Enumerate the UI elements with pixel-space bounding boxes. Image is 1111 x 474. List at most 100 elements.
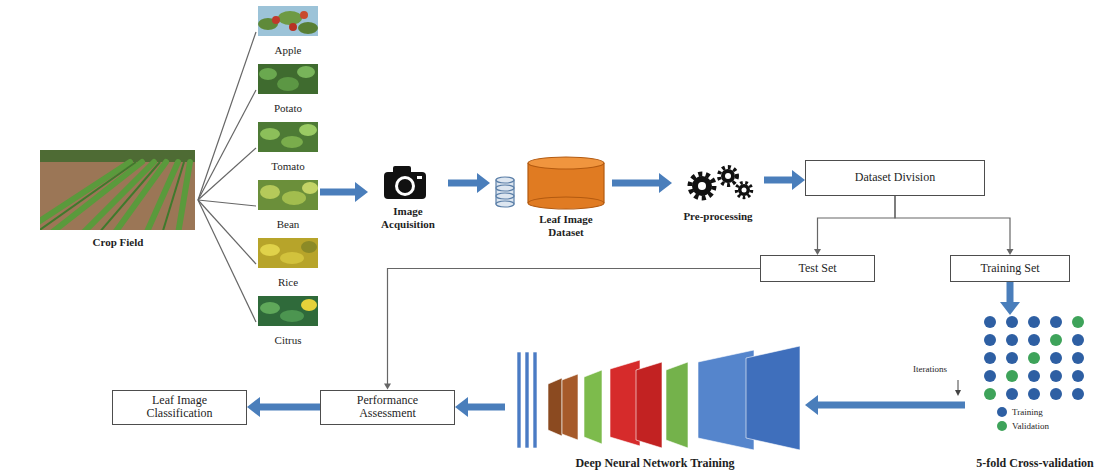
connector-line <box>198 32 256 200</box>
cross-validation-grid <box>1006 352 1018 364</box>
citrus-photo <box>258 296 318 326</box>
flow-arrow <box>764 170 805 190</box>
cross-validation-grid <box>1072 316 1084 328</box>
dataset-cylinder <box>528 157 604 209</box>
gears-icon <box>742 188 747 193</box>
camera-icon <box>417 176 422 179</box>
citrus-photo <box>301 299 317 311</box>
cross-validation-grid <box>1072 352 1084 364</box>
database-icon <box>496 177 514 183</box>
flow-arrow <box>455 397 505 417</box>
cross-validation-grid <box>984 334 996 346</box>
preprocess-step: Pre-processing <box>672 162 764 224</box>
box-label: Dataset Division <box>855 171 935 184</box>
cross-validation-grid <box>1050 388 1062 400</box>
crop-field-photo <box>40 162 136 230</box>
citrus-photo <box>260 302 280 314</box>
rice-photo <box>258 238 318 268</box>
connector-path <box>198 200 256 264</box>
cross-validation-grid <box>984 316 1084 400</box>
connector-line <box>198 148 256 200</box>
network-layers <box>562 374 578 440</box>
flow-arrow <box>247 397 320 417</box>
bean-photo <box>258 180 318 210</box>
citrus-photo <box>280 310 304 322</box>
cross-validation-grid <box>1050 316 1062 328</box>
connector-line <box>198 200 256 264</box>
tomato-photo <box>281 136 303 148</box>
connector-path <box>198 90 256 200</box>
box-label: Performance Assessment <box>340 394 435 421</box>
cross-validation-grid <box>984 370 996 382</box>
camera-icon <box>384 172 426 199</box>
axis-note: Iterations <box>913 363 947 375</box>
citrus-photo <box>258 296 318 326</box>
caption: Crop Field <box>93 236 144 248</box>
box-label: Leaf Image Classification <box>132 394 227 421</box>
connector-path <box>1007 282 1014 303</box>
caption: Tomato <box>271 160 304 172</box>
connector-path <box>198 148 256 200</box>
crop-tile: Tomato <box>256 122 320 174</box>
process-box: Performance Assessment <box>320 390 455 425</box>
arrow-head <box>477 173 490 193</box>
crop-field-photo <box>40 150 195 162</box>
arrow-head <box>355 182 368 202</box>
caption: Citrus <box>275 334 302 346</box>
connector-line <box>814 196 895 255</box>
cross-validation-grid <box>1028 388 1040 400</box>
cross-validation-grid <box>984 316 996 328</box>
connector-path <box>895 196 1010 250</box>
network-layers <box>517 352 521 448</box>
apple-photo <box>258 6 318 36</box>
crop-field-photo <box>178 162 190 230</box>
connector-line <box>198 200 256 206</box>
arrow-head <box>792 170 805 190</box>
apple-photo <box>298 22 318 34</box>
arrow-head <box>1000 302 1020 315</box>
cross-validation-grid <box>1006 370 1018 382</box>
connector-line <box>384 269 760 390</box>
caption: Bean <box>277 218 300 230</box>
cross-validation-grid <box>1028 370 1040 382</box>
gears-icon <box>721 169 735 183</box>
process-box: Test Set <box>760 255 875 282</box>
crop-field-photo <box>162 162 184 230</box>
camera-icon <box>398 179 412 193</box>
cross-validation-grid <box>1072 388 1084 400</box>
gears-icon <box>690 174 714 198</box>
process-box: Dataset Division <box>805 160 985 196</box>
tomato-photo <box>260 128 280 140</box>
network-layers <box>636 362 662 448</box>
apple-photo <box>300 11 308 19</box>
rice-photo <box>260 244 280 256</box>
arrow-head <box>659 173 672 193</box>
connector-path <box>818 196 896 250</box>
flow-arrow <box>1000 282 1020 315</box>
legend-swatch <box>997 407 1007 417</box>
flow-arrow <box>612 173 672 193</box>
caption: Image Acquisition <box>373 205 443 230</box>
potato-photo <box>258 64 318 94</box>
connector-path <box>388 269 761 385</box>
caption: Potato <box>274 102 302 114</box>
bean-photo <box>302 182 318 194</box>
cross-validation-grid <box>1050 370 1062 382</box>
database-icon <box>496 177 514 207</box>
crop-tile: Potato <box>256 64 320 116</box>
network-layers <box>517 346 800 450</box>
crop-field: Crop Field <box>38 150 198 250</box>
legend-text: Validation <box>1012 420 1049 432</box>
cross-validation-grid <box>984 352 996 364</box>
potato-photo <box>297 66 315 78</box>
connector-path <box>259 404 320 411</box>
network-training: Deep Neural Network Training <box>505 338 805 472</box>
legend-swatch <box>997 421 1007 431</box>
crop-field-photo <box>40 150 195 230</box>
apple-photo <box>272 16 280 24</box>
connector-path <box>817 402 965 409</box>
process-box: Leaf Image Classification <box>112 390 247 425</box>
crop-field-photo <box>98 162 160 230</box>
network-layers <box>666 362 688 448</box>
